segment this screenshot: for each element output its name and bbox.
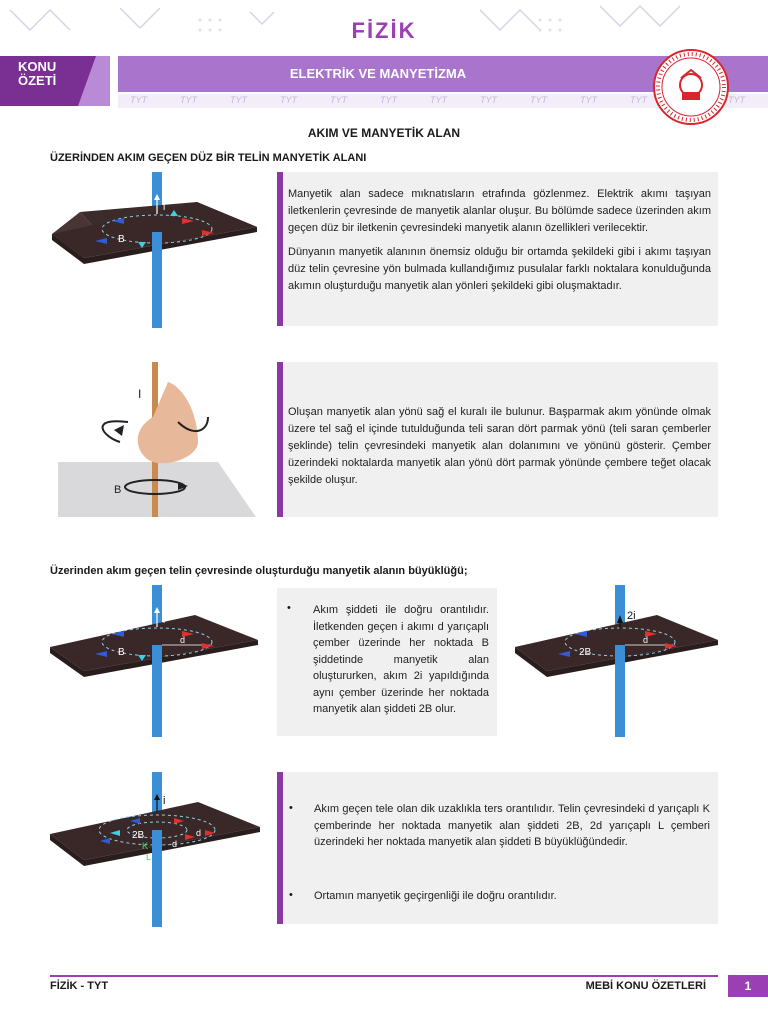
fig1-field-label-2: B	[208, 242, 215, 253]
tyt-mark: TYT	[630, 95, 647, 105]
tyt-mark: TYT	[530, 95, 547, 105]
fig2-current-label: I	[138, 387, 141, 401]
fig1-field-label: B	[118, 234, 125, 245]
box1-text: Manyetik alan sadece mıknatısların etraf…	[288, 186, 711, 302]
page-title: AKIM VE MANYETİK ALAN	[307, 126, 461, 140]
bullet-marker: •	[287, 602, 291, 614]
fig4-field-label: 2B	[579, 647, 592, 658]
tyt-strip	[118, 94, 768, 108]
ministry-seal-logo	[653, 49, 729, 125]
unit-title: ELEKTRİK VE MANYETİZMA	[289, 66, 467, 81]
info-box-4: • Akım geçen tele olan dik uzaklıkla ter…	[277, 772, 718, 924]
tyt-mark: TYT	[580, 95, 597, 105]
box-accent-bar	[277, 362, 283, 517]
box1-paragraph-1: Manyetik alan sadece mıknatısların etraf…	[288, 188, 711, 234]
footer-subject: FİZİK - TYT	[50, 980, 109, 992]
bullet-current-proportional: Akım şiddeti ile doğru orantılıdır. İlet…	[313, 604, 489, 715]
figure-wire-field-i: i d B B	[50, 585, 258, 737]
fig4-distance-label: d	[643, 635, 648, 645]
tyt-mark: TYT	[380, 95, 397, 105]
figure-wire-field-2i: 2i d 2B 2B	[515, 585, 718, 737]
tyt-mark: TYT	[180, 95, 197, 105]
fig2-field-label: B	[114, 484, 121, 496]
tyt-mark: TYT	[430, 95, 447, 105]
bullet-marker: •	[289, 802, 293, 814]
fig5-b-label: B	[200, 852, 207, 863]
tyt-mark: TYT	[130, 95, 147, 105]
bullet-distance-inverse: Akım geçen tele olan dik uzaklıkla ters …	[314, 803, 710, 848]
footer-series: MEBİ KONU ÖZETLERİ	[585, 980, 706, 992]
figure-right-hand-rule: I B	[58, 362, 256, 517]
info-box-3: • Akım şiddeti ile doğru orantılıdır. İl…	[277, 588, 497, 736]
fig4-current-label: 2i	[627, 610, 636, 622]
fig5-l-label: L	[146, 852, 151, 862]
fig3-distance-label: d	[180, 635, 185, 645]
tyt-mark: TYT	[280, 95, 297, 105]
section2-heading: Üzerinden akım geçen telin çevresinde ol…	[50, 565, 468, 577]
fig1-current-label: i	[163, 202, 165, 213]
box1-paragraph-2: Dünyanın manyetik alanının önemsiz olduğ…	[288, 246, 711, 292]
tyt-mark: TYT	[330, 95, 347, 105]
fig5-field-label: 2B	[132, 830, 145, 841]
fig3-current-label: i	[163, 615, 165, 626]
box2-paragraph: Oluşan manyetik alan yönü sağ el kuralı …	[288, 406, 711, 486]
tyt-mark: TYT	[728, 95, 745, 105]
fig3-field-label-2: B	[208, 655, 215, 666]
footer-divider	[50, 975, 718, 977]
konu-ozeti-label: KONU ÖZETİ	[18, 59, 57, 88]
konu-ozeti-tab	[0, 56, 110, 106]
section1-heading: ÜZERİNDEN AKIM GEÇEN DÜZ BİR TELİN MANYE…	[50, 152, 367, 164]
fig5-k-label: K	[142, 841, 148, 851]
fig5-d-label-2: d	[196, 828, 201, 838]
info-box-2: Oluşan manyetik alan yönü sağ el kuralı …	[277, 362, 718, 517]
figure-wire-field-1: i B B	[52, 172, 257, 328]
figure-wire-field-distance: i 2B K L d d B	[50, 772, 260, 927]
page-number: 1	[728, 975, 768, 997]
fig5-d-label: d	[172, 839, 177, 849]
tyt-mark: TYT	[480, 95, 497, 105]
fig5-current-label: i	[163, 795, 165, 807]
bullet-marker: •	[289, 889, 293, 901]
subject-title: FİZİK	[351, 18, 417, 43]
box-accent-bar	[277, 772, 283, 924]
fig4-field-label-2: 2B	[667, 655, 680, 666]
info-box-1: Manyetik alan sadece mıknatısların etraf…	[277, 172, 718, 326]
bullet-permeability: Ortamın manyetik geçirgenliği ile doğru …	[314, 890, 557, 902]
box-accent-bar	[277, 172, 283, 326]
fig3-field-label: B	[118, 647, 125, 658]
header-decoration	[9, 4, 681, 32]
tyt-mark: TYT	[230, 95, 247, 105]
